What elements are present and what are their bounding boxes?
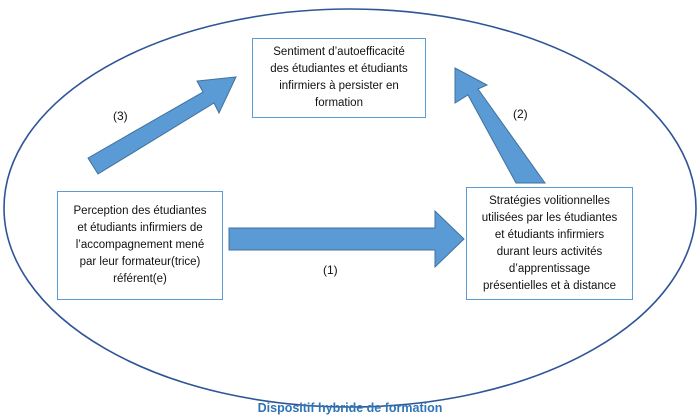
arrow-3-label: (3): [113, 109, 128, 123]
self-efficacy-text: Sentiment d’autoefficacité des étudiante…: [270, 46, 408, 109]
volitional-strategies-box: Stratégies volitionnelles utilisées par …: [466, 187, 633, 300]
hybrid-setting-ellipse: [3, 8, 697, 408]
arrow-2: [454, 67, 546, 184]
perception-text: Perception des étudiantes et étudiants i…: [73, 205, 207, 285]
arrow-1: [228, 209, 465, 269]
diagram-caption: Dispositif hybride de formation: [257, 401, 443, 415]
perception-box: Perception des étudiantes et étudiants i…: [57, 191, 223, 300]
self-efficacy-box: Sentiment d’autoefficacité des étudiante…: [252, 38, 426, 118]
arrow-1-label: (1): [323, 263, 338, 277]
arrow-3: [87, 76, 237, 175]
volitional-strategies-text: Stratégies volitionnelles utilisées par …: [481, 194, 618, 292]
arrow-2-label: (2): [513, 107, 528, 121]
